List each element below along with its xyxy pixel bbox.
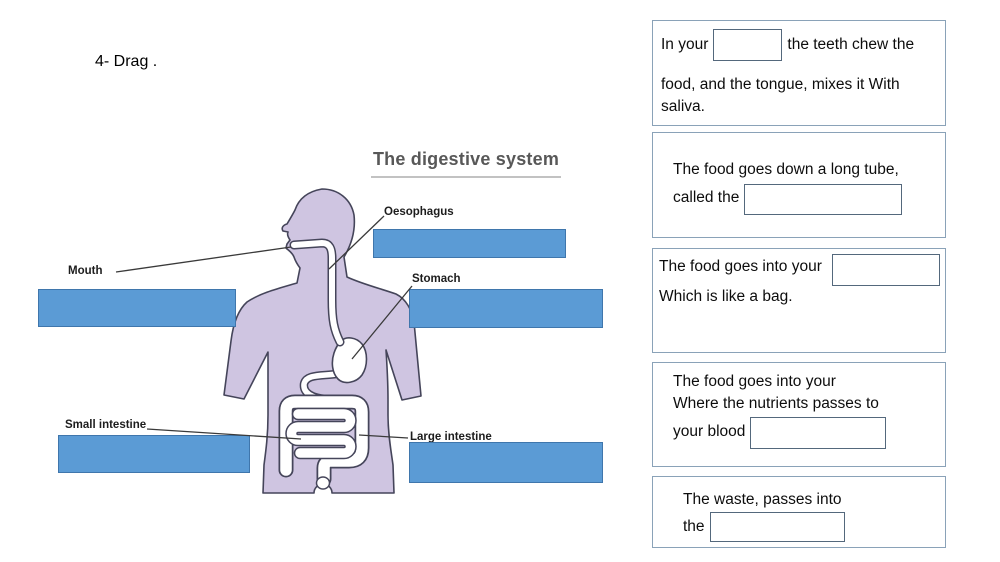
question-box-stomach: The food goes into your Which is like a … (652, 248, 946, 353)
drop-zone-small-intestine[interactable] (58, 435, 250, 473)
question-text: The food goes into your (673, 373, 836, 390)
label-oesophagus: Oesophagus (384, 206, 454, 218)
question-text: The food goes down a long tube, (673, 161, 899, 178)
diagram-title: The digestive system (371, 149, 561, 178)
q4-answer-blank[interactable] (750, 417, 887, 449)
drop-zone-mouth[interactable] (38, 289, 236, 327)
question-text: saliva. (661, 98, 705, 115)
large-intestine-organ (278, 394, 370, 487)
label-stomach: Stomach (412, 273, 461, 285)
question-text: Which is like a bag. (659, 288, 793, 305)
drop-zone-stomach[interactable] (409, 289, 603, 328)
question-box-mouth: In your the teeth chew the food, and the… (652, 20, 946, 126)
rectum-organ (315, 476, 331, 490)
question-text: called the (673, 189, 740, 206)
question-text: the (683, 517, 705, 535)
q5-answer-blank[interactable] (709, 512, 845, 542)
q2-answer-blank[interactable] (744, 184, 903, 215)
page-title: 4- Drag . (95, 53, 158, 70)
question-text: your blood (673, 423, 746, 440)
q3-answer-blank[interactable] (832, 254, 940, 286)
question-text: Where the nutrients passes to (673, 395, 879, 412)
q1-answer-blank[interactable] (713, 29, 783, 61)
label-small-intestine: Small intestine (65, 419, 147, 431)
question-box-small-intestine: The food goes into your Where the nutrie… (652, 362, 946, 467)
question-text: The food goes into your (659, 258, 822, 275)
label-mouth: Mouth (68, 265, 103, 277)
drop-zone-oesophagus[interactable] (373, 229, 566, 258)
drop-zone-large-intestine[interactable] (409, 442, 603, 483)
question-text: The waste, passes into (683, 491, 842, 508)
question-box-oesophagus: The food goes down a long tube, called t… (652, 132, 946, 238)
label-large-intestine: Large intestine (410, 431, 492, 443)
question-text: In your (661, 36, 709, 53)
question-box-large-intestine: The waste, passes into the (652, 476, 946, 548)
question-text: food, and the tongue, mixes it With (661, 76, 900, 93)
question-text: the teeth chew the (787, 36, 915, 53)
